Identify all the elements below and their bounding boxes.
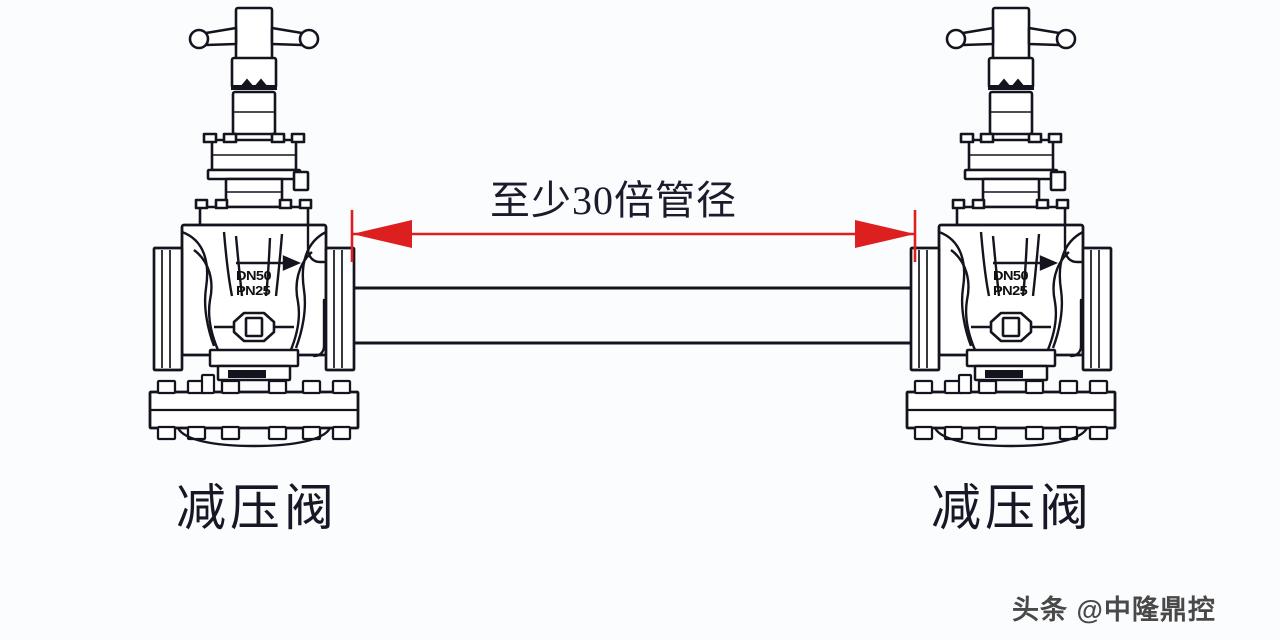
watermark: 头条 @中隆鼎控 <box>1012 595 1216 625</box>
left-valve-assembly <box>148 6 360 448</box>
left-valve-stamp-pn: PN25 <box>236 283 271 298</box>
dimension-label: 至少30倍管径 <box>490 178 737 223</box>
dimension-arrowhead-left <box>352 220 412 248</box>
right-valve-stamp-pn: PN25 <box>993 283 1028 298</box>
dimension-arrowhead-right <box>855 220 915 248</box>
left-valve-stamp-dn: DN50 <box>236 268 272 283</box>
dimension-annotation <box>350 210 917 262</box>
left-valve-label: 减压阀 <box>176 480 338 536</box>
right-valve-label: 减压阀 <box>931 480 1093 536</box>
connecting-pipe <box>338 286 930 345</box>
right-valve-stamp-dn: DN50 <box>993 268 1029 283</box>
right-valve-assembly <box>905 6 1117 448</box>
